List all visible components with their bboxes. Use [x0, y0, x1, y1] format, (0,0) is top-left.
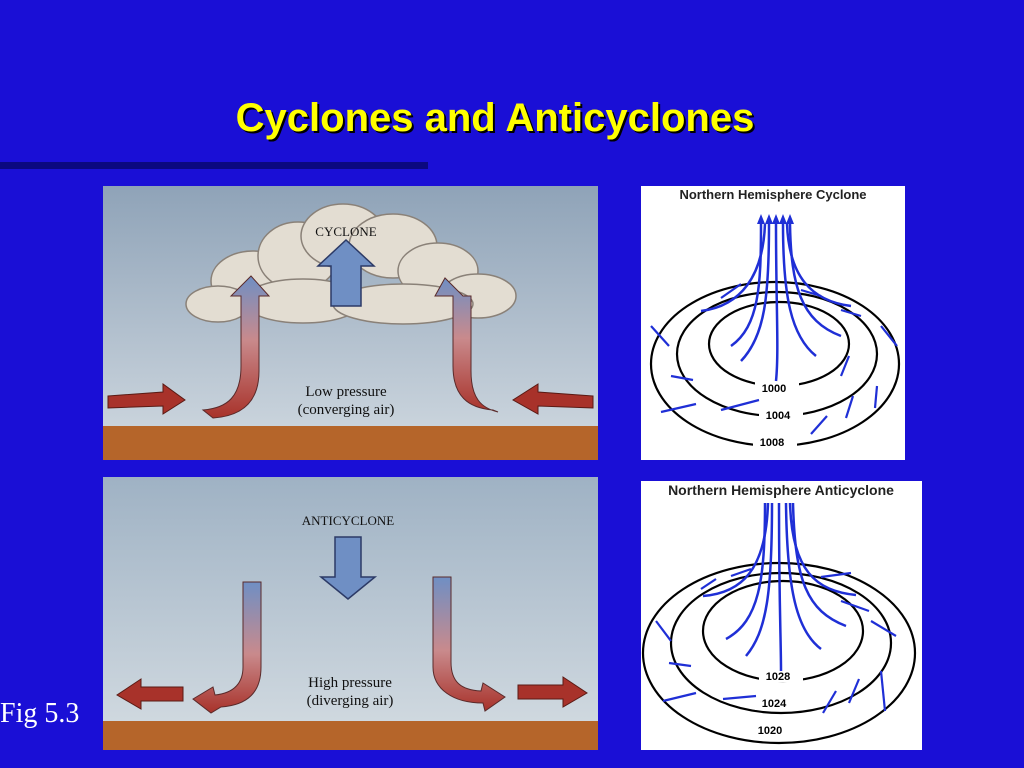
anticyclone-isobar-map: Northern Hemisphere Anticyclone 1028 102… [641, 481, 922, 750]
isobar-label-outer: 1020 [758, 725, 782, 737]
sinking-streamlines [702, 502, 857, 672]
isobar-label-middle: 1024 [762, 698, 787, 710]
outflow-arrows [655, 567, 897, 714]
cyclone-label: CYCLONE [315, 224, 376, 239]
inflow-left-arrow [107, 383, 186, 415]
anticyclone-label: ANTICYCLONE [302, 513, 394, 528]
isobar-label-inner: 1028 [766, 671, 790, 683]
rising-streamlines [700, 223, 852, 382]
isobar-label-inner: 1000 [762, 383, 786, 395]
diverging-right-curve-arrow [432, 576, 506, 712]
isobar-label-outer: 1008 [760, 437, 784, 449]
converging-right-curve-arrow [434, 277, 499, 413]
title-divider [0, 162, 428, 169]
cyclone-map-title: Northern Hemisphere Cyclone [679, 187, 866, 202]
isobar-label-middle: 1004 [766, 410, 791, 422]
low-pressure-label: Low pressure [305, 384, 387, 400]
isobar-inner [701, 579, 865, 683]
figure-label: Fig 5.3 [0, 698, 80, 729]
converging-air-label: (converging air) [298, 402, 395, 418]
isobar-middle [669, 571, 893, 715]
diverging-air-label: (diverging air) [307, 693, 394, 709]
sinking-air-arrow [318, 536, 378, 600]
converging-left-curve-arrow [201, 275, 271, 419]
inflow-arrows [650, 283, 898, 435]
anticyclone-map-title: Northern Hemisphere Anticyclone [668, 482, 894, 498]
inflow-right-arrow [512, 383, 594, 415]
isobar-inner [707, 300, 851, 388]
diverging-left-curve-arrow [192, 581, 262, 714]
cyclone-isobar-map: Northern Hemisphere Cyclone 1000 1004 10… [641, 186, 905, 460]
outflow-right-arrow [517, 676, 588, 708]
high-pressure-label: High pressure [308, 675, 392, 691]
streamline-arrowheads [757, 214, 794, 224]
anticyclone-cross-section: ANTICYCLONE High pressure (diverging air… [103, 477, 598, 750]
slide-title: Cyclones and Anticyclones [235, 96, 755, 140]
cyclone-cross-section: CYCLONE Low pressure (converging air) [103, 186, 598, 460]
outflow-left-arrow [116, 678, 184, 710]
rising-air-arrow [316, 238, 376, 307]
